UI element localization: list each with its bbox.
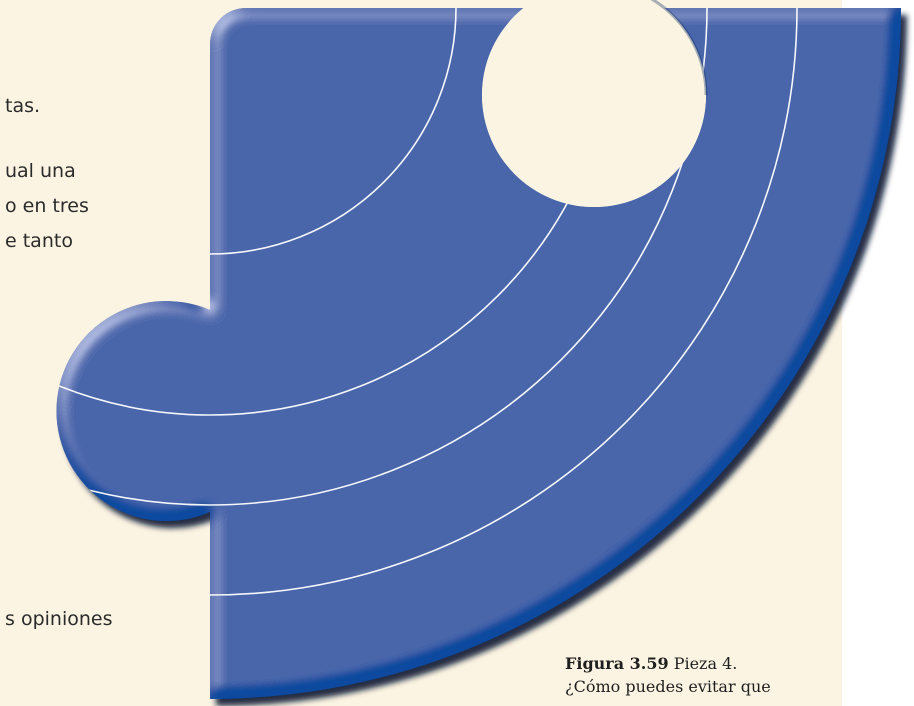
figure-label: Figura 3.59 bbox=[565, 654, 669, 673]
body-text-line: tas. bbox=[5, 95, 41, 117]
body-text-line: o en tres bbox=[5, 195, 89, 217]
puzzle-piece bbox=[56, 8, 901, 699]
figure-title: Pieza 4. bbox=[673, 654, 738, 673]
body-text-line: e tanto bbox=[5, 230, 73, 252]
body-text-line: s opiniones bbox=[5, 608, 113, 630]
figure-caption: Figura 3.59 Pieza 4. ¿Cómo puedes evitar… bbox=[565, 652, 771, 698]
puzzle-hole bbox=[482, 0, 706, 207]
concentric-arc-lines bbox=[56, 8, 798, 596]
caption-question: ¿Cómo puedes evitar que bbox=[565, 677, 771, 696]
caption-line-1: Figura 3.59 Pieza 4. bbox=[565, 652, 771, 675]
body-text-line: ual una bbox=[5, 160, 76, 182]
